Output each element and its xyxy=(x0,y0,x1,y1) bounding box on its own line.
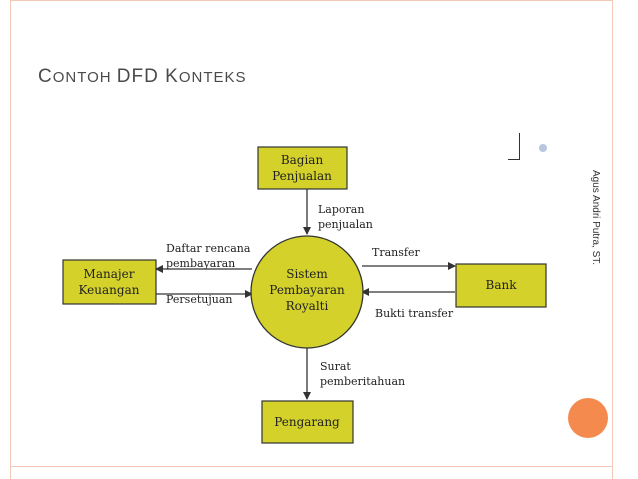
flow-label-persetujuan: Persetujuan xyxy=(166,293,232,306)
process-line3: Royalti xyxy=(286,299,329,313)
slide-title: CONTOH DFD KONTEKS xyxy=(38,66,247,88)
entity-manajer-keuangan: Manajer Keuangan xyxy=(62,259,157,305)
flow-label-bukti-transfer: Bukti transfer xyxy=(375,307,454,320)
orange-circle-decoration xyxy=(568,398,608,438)
slide-frame-bottom xyxy=(10,466,613,467)
title-initial-c: C xyxy=(38,66,53,87)
entity-manajer-keuangan-line1: Manajer xyxy=(84,267,135,281)
flow-label-laporan-line2: penjualan xyxy=(318,218,373,231)
process-line1: Sistem xyxy=(286,267,328,281)
entity-pengarang-label: Pengarang xyxy=(274,415,340,429)
process-sistem-pembayaran-royalti: Sistem Pembayaran Royalti xyxy=(250,235,364,349)
entity-manajer-keuangan-line2: Keuangan xyxy=(79,283,140,297)
title-part-dfd: DFD xyxy=(116,66,166,87)
entity-pengarang: Pengarang xyxy=(261,400,354,444)
flow-label-transfer: Transfer xyxy=(372,246,420,259)
entity-bank: Bank xyxy=(455,263,547,308)
entity-bagian-penjualan-line1: Bagian xyxy=(281,153,324,167)
flow-label-surat-line2: pemberitahuan xyxy=(320,375,405,388)
title-part-ontoh: ONTOH xyxy=(52,69,117,86)
slide-frame-left xyxy=(10,0,11,479)
flow-label-surat-line1: Surat xyxy=(320,360,351,373)
flow-label-daftar-line1: Daftar rencana xyxy=(166,242,251,255)
entity-bank-label: Bank xyxy=(486,278,518,292)
decorative-vertical-line xyxy=(519,133,520,159)
slide-frame-top xyxy=(10,0,613,1)
entity-bagian-penjualan-line2: Penjualan xyxy=(272,169,332,183)
author-credit: Agus Andri Putra, ST. xyxy=(590,170,601,266)
decorative-horizontal-line xyxy=(508,159,520,160)
flow-label-laporan-line1: Laporan xyxy=(318,203,364,216)
slide-frame-right xyxy=(612,0,613,479)
flow-label-daftar-line2: pembayaran xyxy=(166,257,235,270)
process-line2: Pembayaran xyxy=(269,283,345,297)
bullet-dot xyxy=(539,144,547,152)
entity-bagian-penjualan: Bagian Penjualan xyxy=(257,146,348,190)
title-part-onteks: ONTEKS xyxy=(178,69,247,86)
title-initial-k: K xyxy=(165,66,179,87)
